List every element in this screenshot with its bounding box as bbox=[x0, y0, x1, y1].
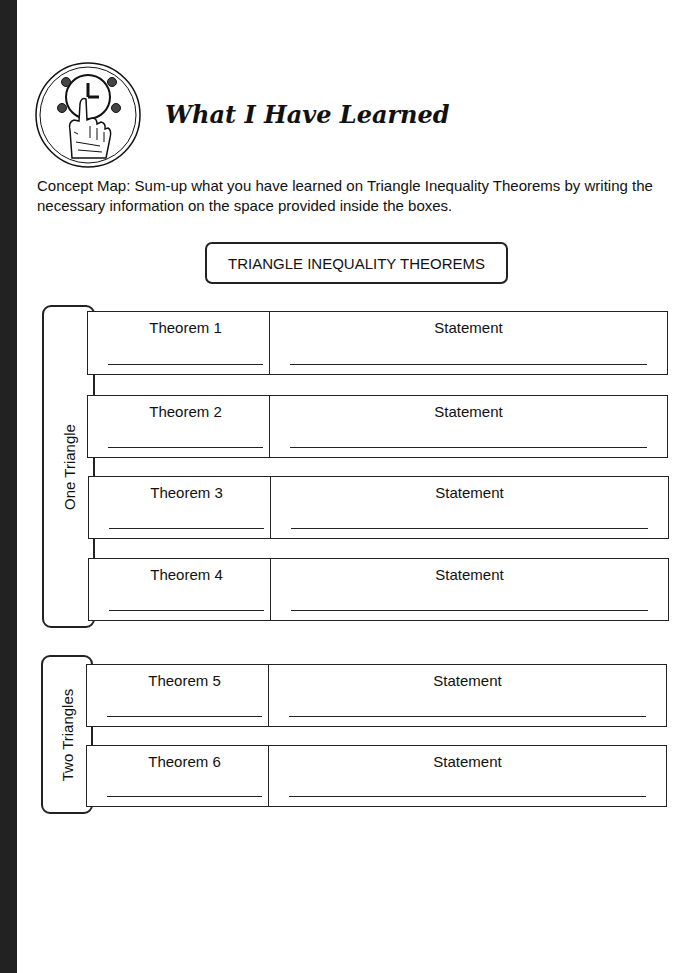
clock-hand-icon bbox=[36, 63, 140, 167]
table-cell: Theorem 1 bbox=[87, 311, 284, 375]
answer-line bbox=[291, 610, 648, 611]
cell-header: Theorem 2 bbox=[88, 403, 283, 420]
cell-header: Theorem 1 bbox=[88, 319, 283, 336]
table-cell: Statement bbox=[268, 664, 667, 727]
cell-header: Statement bbox=[269, 753, 666, 770]
cell-header: Theorem 5 bbox=[87, 672, 282, 689]
cell-header: Statement bbox=[271, 484, 668, 501]
band-label: Two Triangles bbox=[59, 688, 76, 781]
answer-line bbox=[109, 528, 264, 529]
table-cell: Theorem 6 bbox=[86, 745, 283, 807]
answer-line bbox=[290, 447, 647, 448]
band-label: One Triangle bbox=[60, 424, 77, 510]
side-bar bbox=[0, 0, 17, 973]
table-cell: Statement bbox=[270, 476, 669, 539]
cell-header: Theorem 6 bbox=[87, 753, 282, 770]
answer-line bbox=[107, 716, 262, 717]
cell-header: Theorem 4 bbox=[89, 566, 284, 583]
answer-line bbox=[291, 528, 648, 529]
answer-line bbox=[108, 364, 263, 365]
page-title: What I Have Learned bbox=[165, 100, 450, 129]
table-cell: Theorem 3 bbox=[88, 476, 285, 539]
cell-header: Statement bbox=[270, 319, 667, 336]
cell-header: Statement bbox=[269, 672, 666, 689]
cell-header: Theorem 3 bbox=[89, 484, 284, 501]
answer-line bbox=[109, 610, 264, 611]
table-cell: Theorem 5 bbox=[86, 664, 283, 727]
table-cell: Theorem 2 bbox=[87, 395, 284, 458]
table-cell: Statement bbox=[268, 745, 667, 807]
cell-header: Statement bbox=[270, 403, 667, 420]
answer-line bbox=[289, 796, 646, 797]
table-cell: Statement bbox=[269, 311, 668, 375]
cell-header: Statement bbox=[271, 566, 668, 583]
answer-line bbox=[290, 364, 647, 365]
instruction-text: Concept Map: Sum-up what you have learne… bbox=[37, 176, 681, 216]
heading-box: TRIANGLE INEQUALITY THEOREMS bbox=[205, 242, 508, 284]
table-cell: Statement bbox=[269, 395, 668, 458]
answer-line bbox=[289, 716, 646, 717]
table-cell: Theorem 4 bbox=[88, 558, 285, 621]
answer-line bbox=[107, 796, 262, 797]
answer-line bbox=[108, 447, 263, 448]
table-cell: Statement bbox=[270, 558, 669, 621]
heading-text: TRIANGLE INEQUALITY THEOREMS bbox=[228, 255, 485, 272]
